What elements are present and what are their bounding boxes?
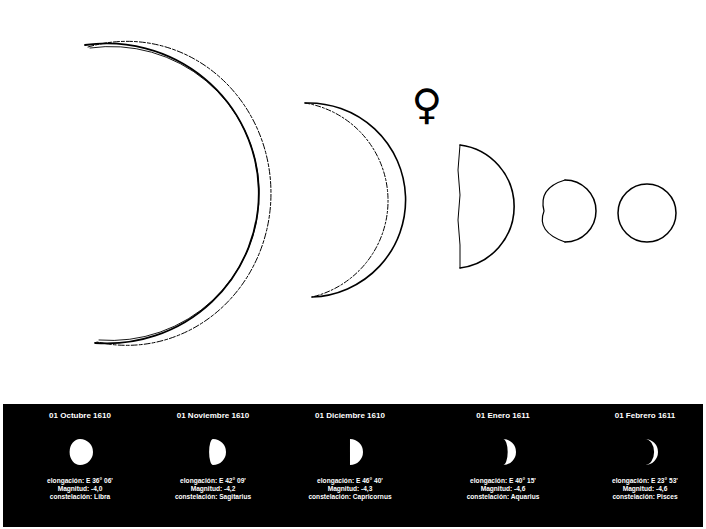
phase-icon: [350, 439, 363, 465]
phase-data: constelación: Pisces: [612, 493, 677, 500]
phase-data: Magnitud: -4,0: [58, 485, 103, 492]
phase-data: constelación: Libra: [50, 493, 110, 500]
phase-data: constelación: Capricornus: [308, 493, 391, 500]
phase-data: elongación: E 46° 40': [317, 477, 383, 484]
venus-symbol: ♀: [412, 84, 443, 126]
crescent-terminator: [305, 103, 388, 297]
phase-data: Magnitud: -4,2: [191, 485, 236, 492]
phase-data: elongación: E 23° 53': [612, 477, 678, 484]
date-heading: 01 Diciembre 1610: [315, 412, 385, 421]
full-phase-outline: [618, 184, 676, 242]
gibbous-terminator: [542, 180, 565, 242]
phase-data: Magnitud: -4,6: [623, 485, 668, 492]
half-phase-outline: [460, 145, 514, 268]
phase-icon: [70, 439, 93, 465]
date-heading: 01 Febrero 1611: [615, 412, 675, 421]
phase-data: elongación: E 36° 06': [47, 477, 113, 484]
phase-icon: [209, 439, 226, 465]
half-phase-terminator: [458, 145, 460, 268]
crescent-terminator: [88, 41, 271, 345]
phase-icons: [3, 404, 703, 527]
gibbous-outline: [565, 180, 596, 242]
phase-data: elongación: E 42° 09': [180, 477, 246, 484]
phase-icon: [503, 439, 516, 465]
crescent-outline: [85, 43, 259, 343]
phase-data: Magnitud: -4,6: [481, 485, 526, 492]
date-heading: 01 Octubre 1610: [49, 412, 111, 421]
phase-data: elongación: E 40° 15': [470, 477, 536, 484]
crescent-outline: [305, 103, 406, 297]
info-band: 01 Octubre 1610elongación: E 36° 06'Magn…: [3, 404, 703, 527]
date-heading: 01 Enero 1611: [476, 412, 529, 421]
phase-data: constelación: Sagitarius: [175, 493, 251, 500]
phase-icon: [645, 439, 658, 465]
date-heading: 01 Noviembre 1610: [177, 412, 250, 421]
phase-data: Magnitud: -4,3: [328, 485, 373, 492]
phase-data: constelación: Aquarius: [467, 493, 540, 500]
